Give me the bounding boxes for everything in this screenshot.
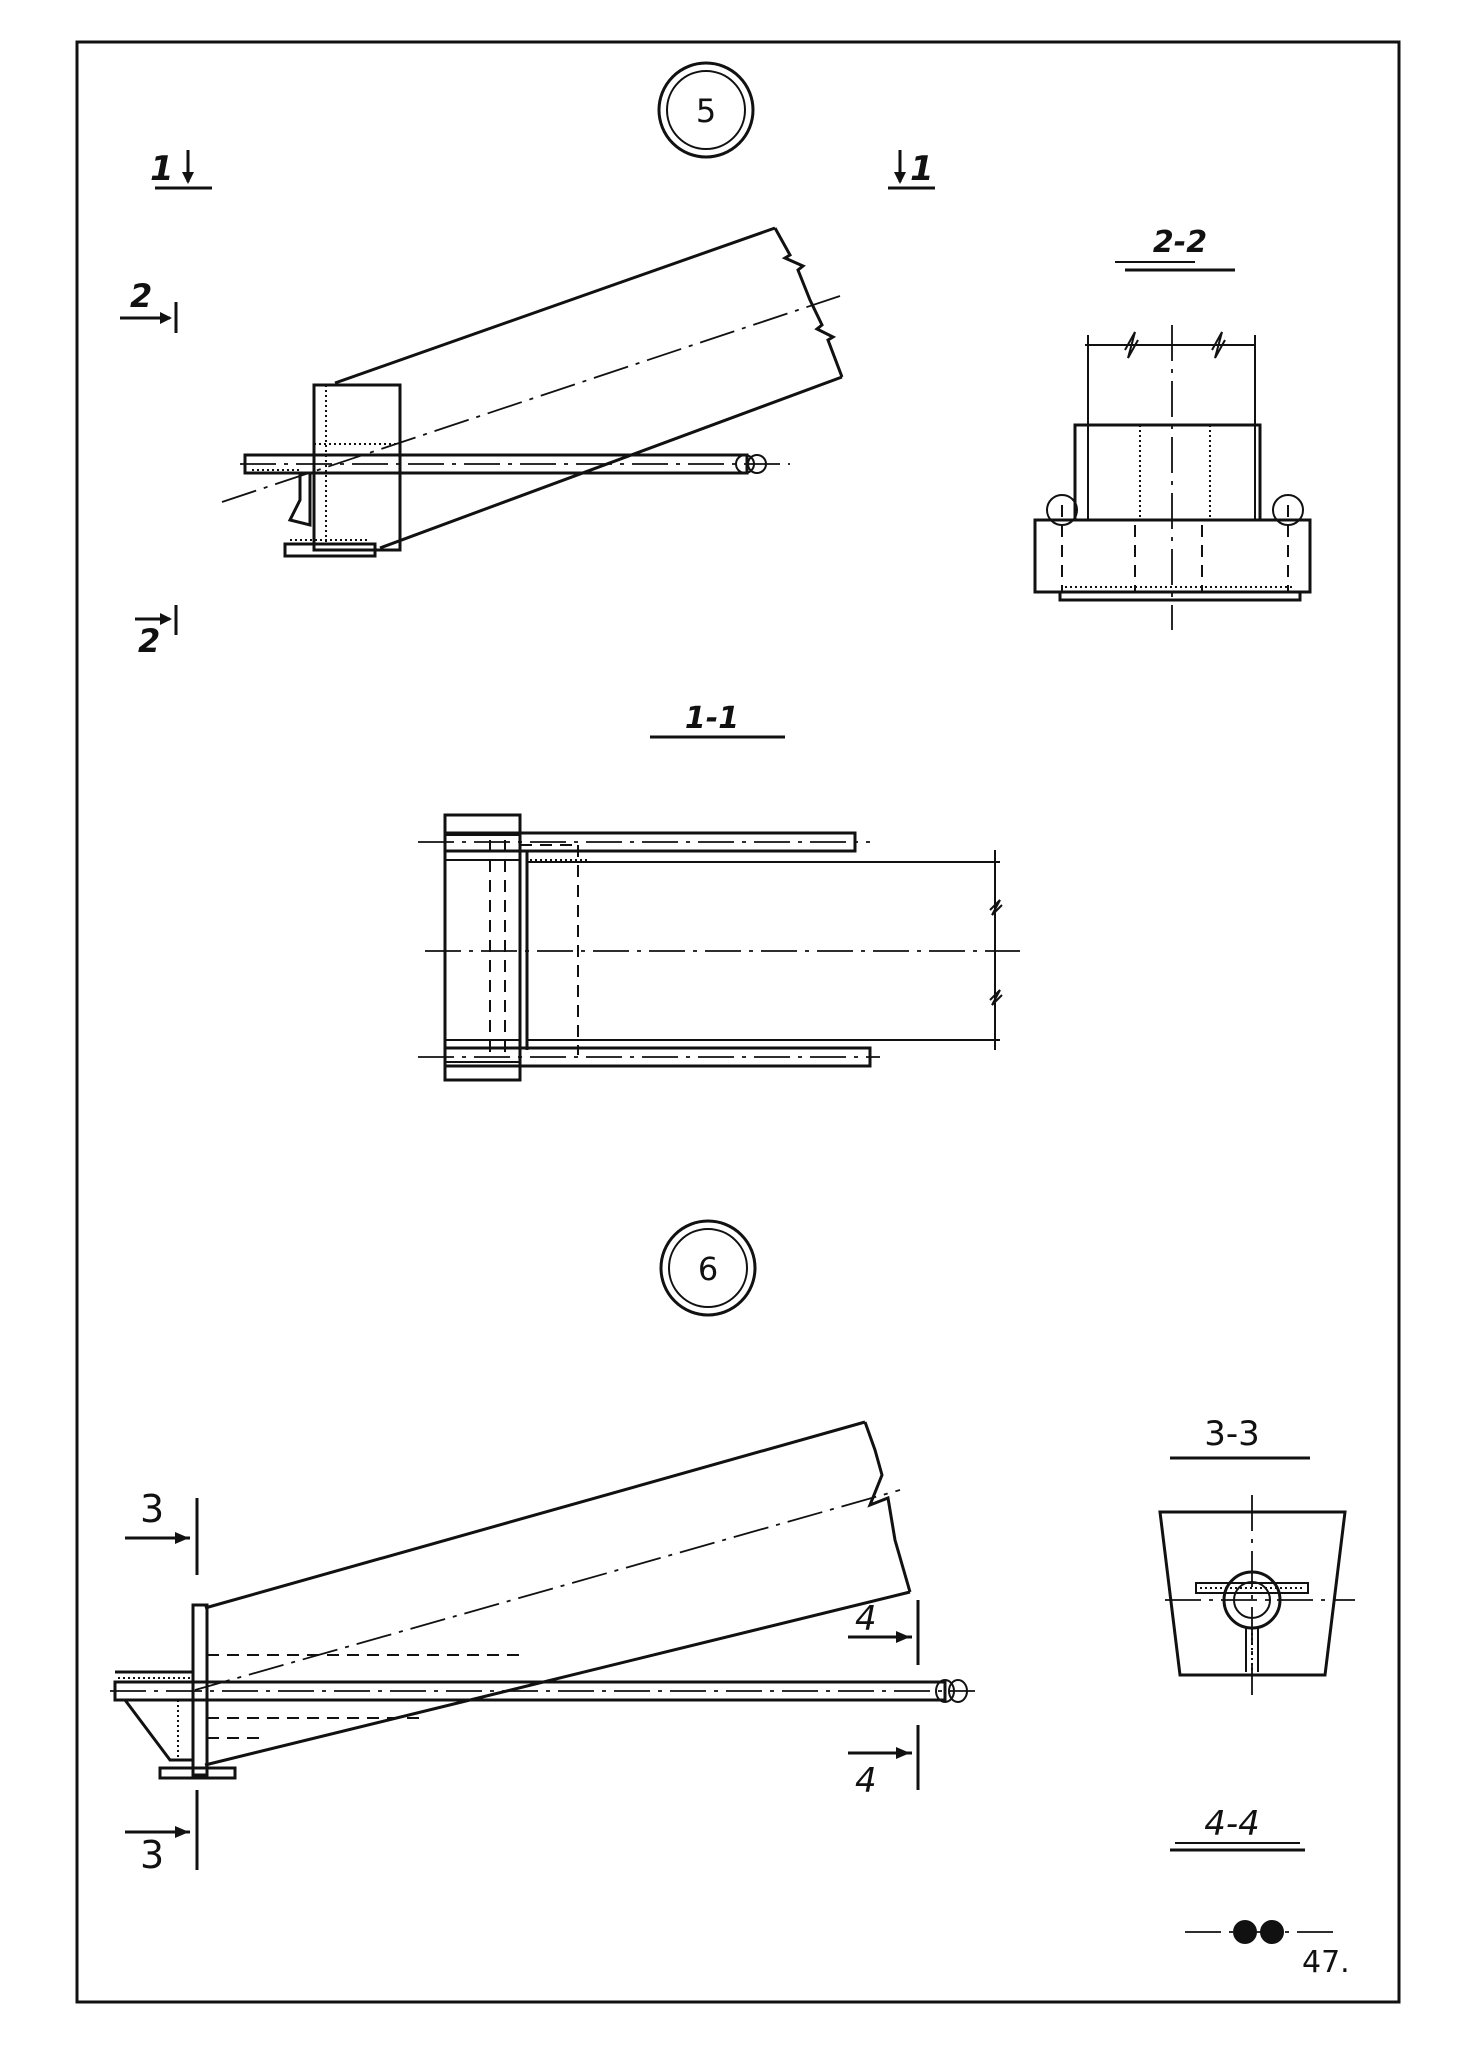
cut-2-top-label: 2 bbox=[130, 277, 152, 315]
detail-5-marker: 5 bbox=[657, 61, 755, 159]
cut-2-bottom-marker: 2 bbox=[135, 605, 178, 660]
cut-4-top-label: 4 bbox=[855, 1599, 877, 1639]
cut-1-right-marker: 1 bbox=[888, 149, 935, 190]
cut-3-top-marker: 3 bbox=[125, 1487, 199, 1575]
cut-4-top-marker: 4 bbox=[848, 1599, 920, 1665]
rod-section-left bbox=[1233, 1920, 1257, 1944]
section-1-1-label: 1-1 bbox=[685, 701, 739, 736]
detail-6-marker: 6 bbox=[659, 1219, 757, 1317]
section-3-3-label: 3-3 bbox=[1204, 1414, 1260, 1454]
sheet-frame bbox=[75, 40, 1401, 2004]
cut-1-right-label: 1 bbox=[910, 149, 934, 189]
section-2-2-label: 2-2 bbox=[1153, 225, 1207, 260]
section-1-1-view: 1-1 bbox=[418, 701, 1020, 1082]
detail-6-elevation bbox=[110, 1420, 975, 1780]
cut-3-bottom-label: 3 bbox=[140, 1833, 164, 1877]
cut-1-left-label: 1 bbox=[150, 149, 174, 189]
section-4-4-view: 4-4 bbox=[1170, 1804, 1340, 1944]
detail-6-number: 6 bbox=[698, 1250, 718, 1288]
cut-4-bottom-marker: 4 bbox=[848, 1725, 920, 1801]
cut-2-bottom-label: 2 bbox=[138, 622, 160, 660]
cut-3-bottom-marker: 3 bbox=[125, 1790, 199, 1877]
detail-5-elevation bbox=[221, 226, 844, 558]
section-4-4-label: 4-4 bbox=[1204, 1804, 1260, 1844]
cut-4-bottom-label: 4 bbox=[855, 1761, 877, 1801]
cut-1-left-marker: 1 bbox=[150, 149, 212, 190]
page-number: 47. bbox=[1302, 1945, 1350, 1980]
rod-section-right bbox=[1260, 1920, 1284, 1944]
cut-2-top-marker: 2 bbox=[120, 277, 178, 333]
detail-5-number: 5 bbox=[696, 92, 716, 130]
cut-3-top-label: 3 bbox=[140, 1487, 164, 1531]
section-2-2-view: 2-2 bbox=[1033, 225, 1312, 630]
section-3-3-view: 3-3 bbox=[1158, 1414, 1355, 1695]
